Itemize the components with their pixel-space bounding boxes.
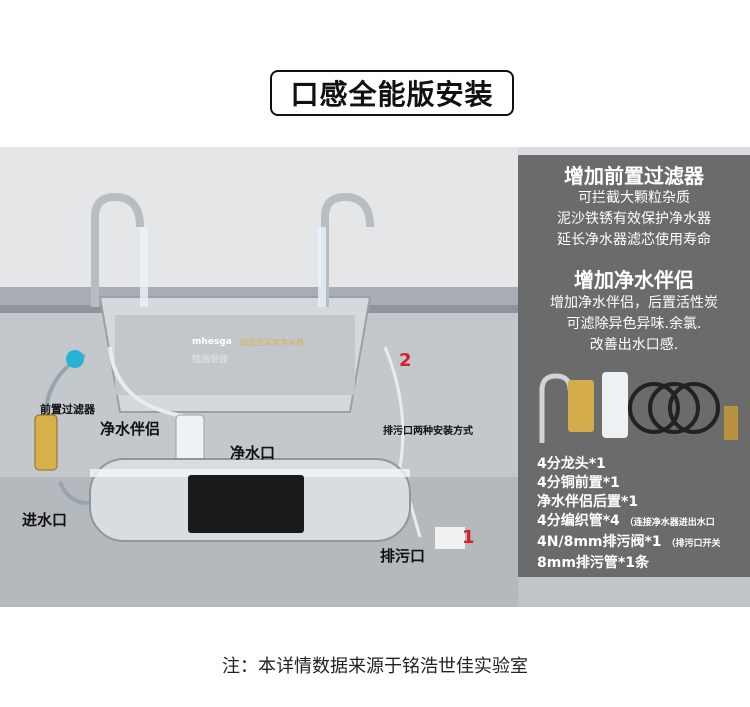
label-drain: 排污口	[380, 547, 426, 565]
list-item: 净水伴侣后置*1	[537, 494, 639, 510]
label-drain-methods: 排污口两种安装方式	[383, 426, 473, 437]
panel-heading-companion: 增加净水伴侣	[574, 268, 694, 292]
list-item: 4分编织管*4 （连接净水器进出水口	[537, 513, 715, 529]
label-inlet: 进水口	[22, 511, 68, 529]
panel-desc2-line2: 可滤除异色异味.余氯.	[566, 316, 702, 332]
footer-note: 注：本详情数据来源于铭浩世佳实验室	[222, 656, 528, 677]
panel-desc1-line2: 泥沙铁锈有效保护净水器	[557, 211, 711, 227]
list-item: 4分铜前置*1	[537, 475, 620, 491]
panel-desc1-line1: 可拦截大颗粒杂质	[578, 190, 690, 206]
label-outlet: 净水口	[230, 444, 276, 462]
panel-desc2-line1: 增加净水伴侣，后置活性炭	[550, 295, 718, 311]
kitchen-illustration	[0, 147, 518, 607]
device-brand-cn: 铭浩世佳	[192, 355, 229, 365]
panel-heading-prefilter: 增加前置过滤器	[564, 164, 704, 188]
label-pre-filter: 前置过滤器	[40, 403, 95, 416]
list-item: 4分龙头*1	[537, 456, 606, 472]
accessories-image	[539, 372, 738, 443]
device-brand: mhesga	[192, 337, 232, 347]
page-title: 口感全能版安装	[270, 70, 514, 116]
label-companion: 净水伴侣	[100, 420, 161, 438]
device-panel-title: 超滤型深度净水器	[240, 338, 304, 347]
list-item: 8mm排污管*1条	[537, 555, 649, 571]
panel-desc1-line3: 延长净水器滤芯使用寿命	[557, 232, 711, 248]
drain-option-1: 1	[462, 527, 475, 548]
accessory-panel	[518, 155, 750, 577]
drain-option-2: 2	[399, 350, 412, 371]
list-item: 4N/8mm排污阀*1 （排污口开关	[537, 534, 721, 550]
accessory-list: 4分龙头*1 4分铜前置*1 净水伴侣后置*1 4分编织管*4 （连接净水器进出…	[537, 455, 720, 573]
panel-desc2-line3: 改善出水口感.	[589, 337, 679, 353]
